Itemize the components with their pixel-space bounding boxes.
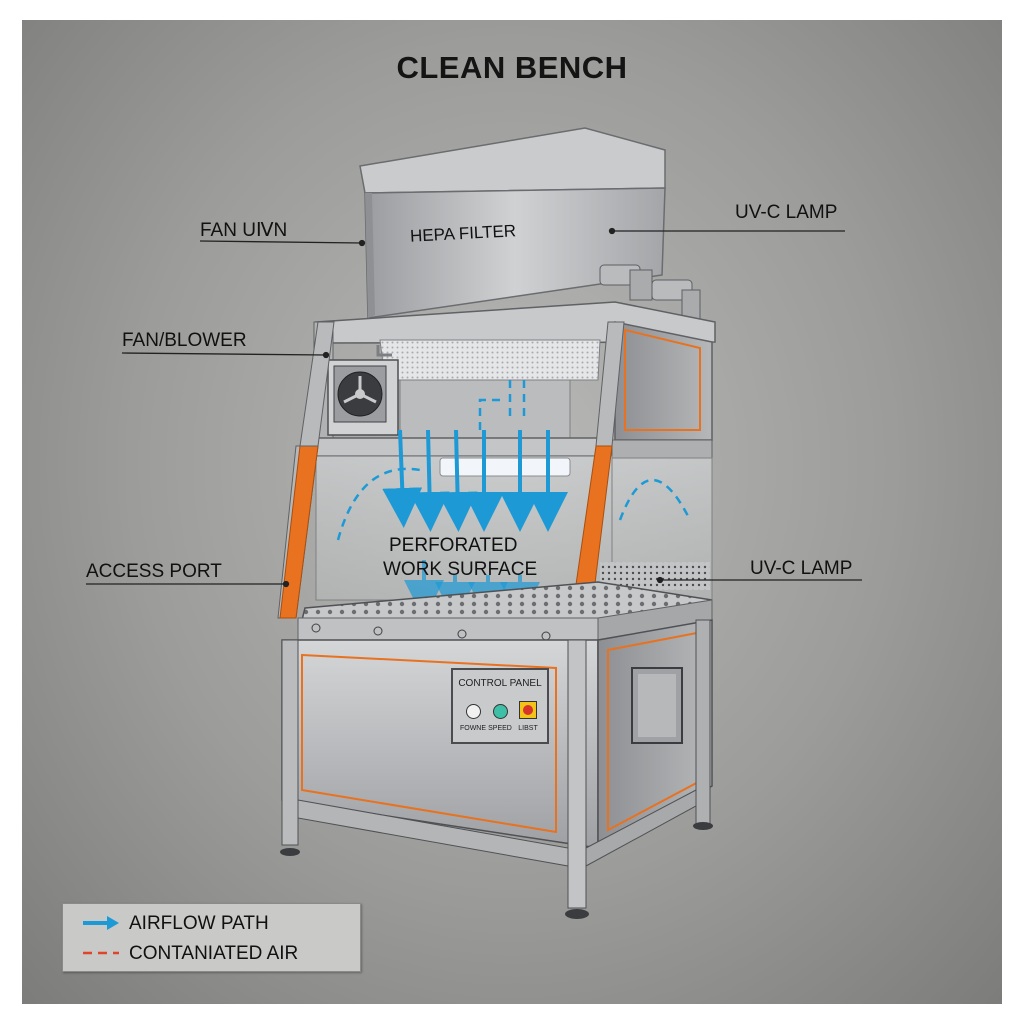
legend-item-airflow: AIRFLOW PATH bbox=[63, 909, 360, 937]
red-dashed-line-icon bbox=[83, 951, 119, 955]
legend: AIRFLOW PATH CONTANIATED AIR bbox=[62, 903, 361, 972]
front-columns bbox=[277, 321, 625, 641]
stop-indicator bbox=[523, 705, 533, 715]
hepa-filter-housing bbox=[359, 127, 666, 319]
legend-item-contaminated: CONTANIATED AIR bbox=[63, 939, 360, 967]
control-panel-title: CONTROL PANEL bbox=[458, 678, 542, 689]
fan-blower-unit bbox=[327, 345, 399, 436]
speed-button-label: SPEED bbox=[488, 725, 512, 732]
legend-label-contaminated: CONTANIATED AIR bbox=[129, 943, 299, 964]
label-access-port: ACCESS PORT bbox=[86, 561, 222, 582]
lower-cabinet bbox=[281, 619, 713, 850]
perforated-work-surface bbox=[297, 581, 713, 641]
contaminated-air-paths bbox=[336, 380, 692, 541]
light-button[interactable] bbox=[519, 701, 537, 719]
blue-arrow-icon bbox=[83, 916, 119, 930]
light-button-label: LIBST bbox=[518, 725, 538, 732]
label-perforated: PERFORATED bbox=[389, 535, 518, 556]
leader-lines bbox=[86, 227, 862, 588]
label-uvc-lamp-top: UV-C LAMP bbox=[735, 202, 838, 223]
legs bbox=[280, 619, 713, 919]
label-fan-unit: FAN UⅣN bbox=[200, 220, 288, 241]
power-button-label: FOWNE bbox=[459, 725, 487, 732]
diagram-title: CLEAN BENCH bbox=[396, 50, 628, 85]
power-button[interactable] bbox=[466, 704, 481, 719]
speed-button[interactable] bbox=[493, 704, 508, 719]
duct-pipe bbox=[599, 264, 701, 323]
label-uvc-lamp-right: UV-C LAMP bbox=[750, 558, 853, 579]
legend-label-airflow: AIRFLOW PATH bbox=[129, 913, 269, 934]
label-fan-blower: FAN/BLOWER bbox=[122, 330, 247, 351]
control-panel: CONTROL PANEL FOWNE SPEED LIBST bbox=[451, 668, 549, 744]
label-work-surface: WORK SURFACE bbox=[383, 559, 538, 580]
